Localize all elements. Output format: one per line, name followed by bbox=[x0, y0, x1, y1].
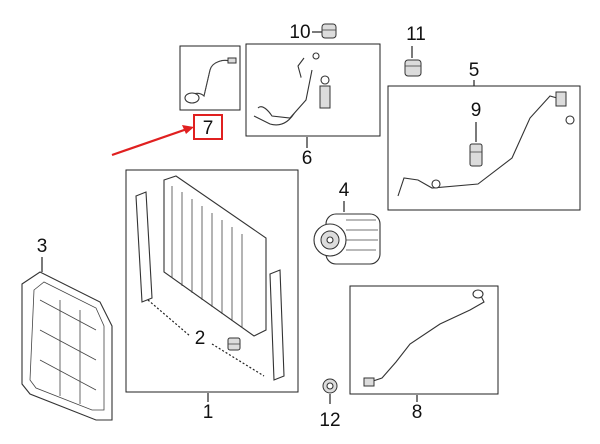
part-2-fastener[interactable] bbox=[227, 337, 241, 351]
part-5-tube bbox=[397, 95, 565, 197]
part-5-frame bbox=[387, 85, 581, 211]
part-10-cap[interactable] bbox=[321, 23, 337, 39]
callout-7-highlight-box bbox=[193, 114, 223, 140]
part-6-sensor bbox=[319, 85, 331, 109]
part-1-left-bracket bbox=[135, 191, 153, 303]
part-1-right-bracket bbox=[269, 269, 285, 381]
callout-1[interactable]: 1 bbox=[203, 402, 214, 423]
callout-10[interactable]: 10 bbox=[289, 22, 310, 43]
part-6-frame bbox=[245, 43, 381, 137]
callout-4[interactable]: 4 bbox=[339, 180, 350, 201]
part-7-fitting bbox=[184, 92, 200, 104]
callout-11[interactable]: 11 bbox=[406, 24, 426, 45]
part-8-line-group[interactable] bbox=[349, 285, 499, 395]
callout-8[interactable]: 8 bbox=[412, 402, 423, 423]
part-6-line-group[interactable] bbox=[245, 43, 381, 137]
part-1-condenser-group[interactable] bbox=[125, 169, 299, 393]
part-6-oring bbox=[320, 75, 330, 85]
part-9-sensor[interactable] bbox=[469, 143, 483, 167]
callout-12[interactable]: 12 bbox=[319, 410, 340, 431]
part-8-frame bbox=[349, 285, 499, 395]
callout-5[interactable]: 5 bbox=[469, 60, 480, 81]
part-8-tube bbox=[369, 293, 485, 383]
callout-2[interactable]: 2 bbox=[195, 328, 206, 349]
part-4-compressor[interactable] bbox=[313, 213, 381, 265]
part-1-frame bbox=[125, 169, 299, 393]
part-6-tube-b bbox=[257, 69, 313, 119]
part-1-condenser-core bbox=[163, 175, 267, 337]
callout-9[interactable]: 9 bbox=[471, 100, 482, 121]
part-12-plug[interactable] bbox=[322, 378, 338, 394]
callout-3[interactable]: 3 bbox=[37, 236, 48, 257]
part-5-line-group[interactable] bbox=[387, 85, 581, 211]
callout-7[interactable]: 7 bbox=[203, 118, 214, 139]
part-7-hose-group[interactable] bbox=[179, 45, 241, 111]
highlight-arrow bbox=[111, 125, 194, 157]
part-7-frame bbox=[179, 45, 241, 111]
part-3-shroud[interactable] bbox=[21, 271, 113, 421]
callout-6[interactable]: 6 bbox=[302, 148, 313, 169]
part-7-end-cap bbox=[227, 57, 237, 64]
part-11-cap[interactable] bbox=[404, 59, 422, 77]
